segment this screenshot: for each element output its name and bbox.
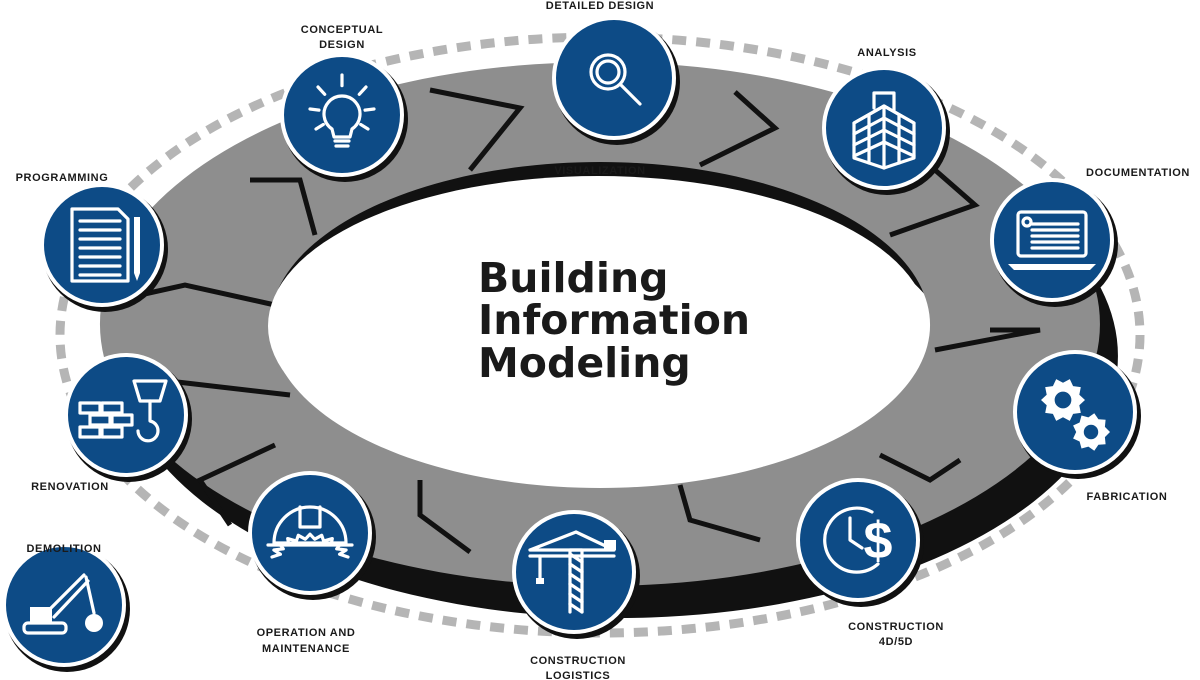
ring-chevron-5 xyxy=(878,452,962,483)
title-line-3: Modeling xyxy=(478,339,691,387)
stage-label: DETAILED DESIGN xyxy=(546,0,654,12)
gears-icon xyxy=(1041,379,1110,451)
tower-crane-icon xyxy=(528,530,616,614)
stage-label: DOCUMENTATION xyxy=(1086,167,1190,179)
stage-label: RENOVATION xyxy=(31,481,109,493)
stage-disc xyxy=(40,183,164,307)
stage-label: CONCEPTUAL xyxy=(301,24,383,36)
stage-disc xyxy=(990,178,1114,302)
stage-detailed-design: DETAILED DESIGN xyxy=(546,0,680,145)
outer-dashed-orbit xyxy=(55,32,1145,638)
stage-construction-4d-5d: $ CONSTRUCTION 4D/5D xyxy=(796,478,944,648)
stage-label: LOGISTICS xyxy=(546,670,611,680)
stage-label: CONSTRUCTION xyxy=(848,621,944,633)
wrecking-crane-icon xyxy=(22,573,103,635)
stage-label: CONSTRUCTION xyxy=(530,655,626,667)
ring-chevron-1 xyxy=(429,87,525,172)
ring-chevron-3 xyxy=(889,168,980,238)
title-line-1: Building xyxy=(478,254,669,302)
ring-chevron-2 xyxy=(698,90,780,168)
ring-chevron-11 xyxy=(250,177,318,236)
magnifier-icon xyxy=(589,53,642,106)
stage-construction-logistics: CONSTRUCTION LOGISTICS xyxy=(512,510,640,680)
stage-renovation: RENOVATION xyxy=(31,353,192,493)
svg-text:$: $ xyxy=(864,512,893,570)
process-ring xyxy=(99,62,1100,586)
stage-label: PROGRAMMING xyxy=(16,172,109,184)
ring-chevron-8 xyxy=(196,442,277,527)
stage-demolition: DEMOLITION xyxy=(2,543,130,672)
visualization-label: VISUALIZATION xyxy=(554,165,645,177)
hardhat-gear-icon xyxy=(266,505,354,559)
center-field xyxy=(268,176,928,476)
stage-programming: PROGRAMMING xyxy=(16,172,168,312)
stage-label: MAINTENANCE xyxy=(262,643,350,655)
ring-chevron-6 xyxy=(677,484,761,543)
laptop-icon xyxy=(1008,210,1096,270)
stage-fabrication: FABRICATION xyxy=(1013,350,1168,503)
stage-label: OPERATION AND xyxy=(257,627,356,639)
stage-label: ANALYSIS xyxy=(857,47,916,59)
bricks-hook-icon xyxy=(78,379,168,443)
stage-operation-maintenance: OPERATION AND MAINTENANCE xyxy=(248,471,376,655)
building-frame-icon xyxy=(852,91,916,170)
stage-label: DESIGN xyxy=(319,39,365,51)
stage-documentation: DOCUMENTATION xyxy=(990,167,1190,307)
ring-chevron-4 xyxy=(934,327,1041,353)
document-pencil-icon xyxy=(70,207,140,283)
ring-chevron-10 xyxy=(139,282,276,308)
ring-chevron-7 xyxy=(417,480,472,555)
title-line-2: Information xyxy=(478,296,750,344)
stage-label: DEMOLITION xyxy=(26,543,101,555)
stage-label: 4D/5D xyxy=(879,636,913,648)
stage-disc xyxy=(552,16,676,140)
lightbulb-icon xyxy=(308,73,376,148)
stage-disc xyxy=(796,478,920,602)
clock-dollar-icon: $ xyxy=(823,506,893,574)
stage-conceptual-design: CONCEPTUAL DESIGN xyxy=(280,24,408,182)
stage-disc xyxy=(512,510,636,634)
stage-disc xyxy=(280,53,404,177)
stage-label: FABRICATION xyxy=(1087,491,1168,503)
stage-analysis: ANALYSIS xyxy=(822,47,950,195)
